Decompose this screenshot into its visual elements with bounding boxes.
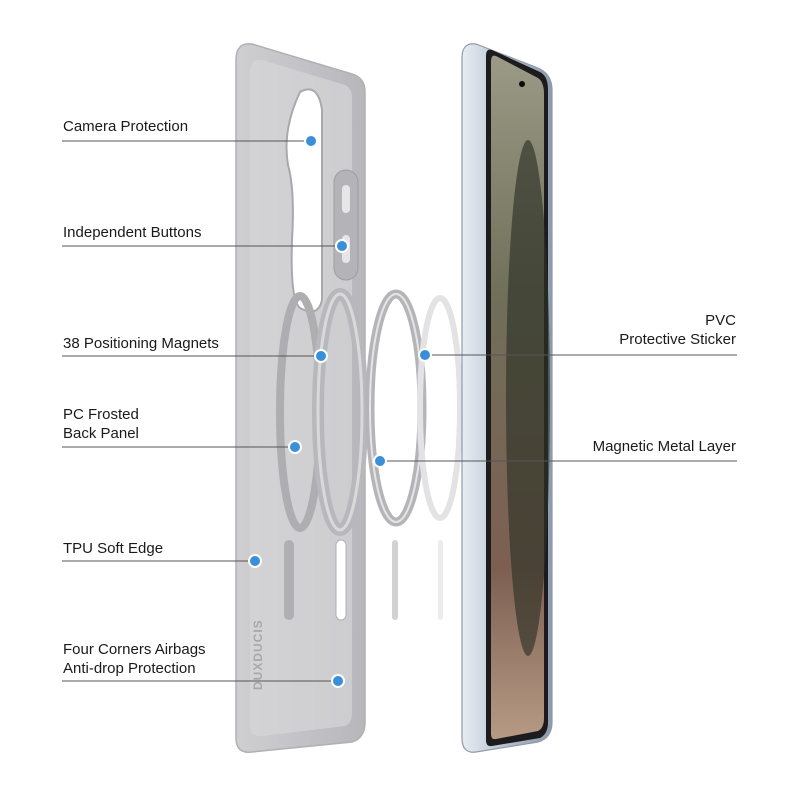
phone-case	[235, 43, 366, 753]
label-pvc-line1: PVC	[705, 312, 736, 329]
label-positioning-magnets-text: 38 Positioning Magnets	[63, 335, 219, 352]
label-magnetic-metal-layer-text: Magnetic Metal Layer	[592, 438, 736, 455]
callout-dot-airbags	[331, 674, 345, 688]
label-pc-back-panel-line1: PC Frosted	[63, 406, 139, 423]
pvc-strip	[438, 540, 443, 620]
case-magnet-ring	[276, 288, 368, 536]
callout-dot-magnets	[314, 349, 328, 363]
magnetic-metal-ring	[365, 289, 427, 527]
case-side-slot	[284, 540, 294, 620]
label-pvc-sticker: PVC Protective Sticker	[619, 311, 736, 349]
camera-cutout	[285, 88, 323, 313]
case-side-slot	[335, 539, 347, 621]
label-independent-buttons: Independent Buttons	[63, 223, 201, 242]
label-airbags: Four Corners Airbags Anti-drop Protectio…	[63, 640, 206, 678]
label-pc-back-panel: PC Frosted Back Panel	[63, 405, 139, 443]
callout-dot-tpu	[248, 554, 262, 568]
callout-dot-camera	[304, 134, 318, 148]
callout-dots	[248, 134, 432, 688]
callout-dot-pc-panel	[288, 440, 302, 454]
callout-dot-metal	[373, 454, 387, 468]
label-airbags-line2: Anti-drop Protection	[63, 660, 196, 677]
label-tpu-soft-edge-text: TPU Soft Edge	[63, 540, 164, 557]
label-airbags-line1: Four Corners Airbags	[63, 641, 206, 658]
leader-lines	[62, 140, 737, 682]
label-independent-buttons-text: Independent Buttons	[63, 224, 202, 241]
metal-strip	[392, 540, 398, 620]
label-camera-protection-text: Camera Protection	[63, 118, 189, 135]
label-pc-back-panel-line2: Back Panel	[63, 425, 139, 442]
case-brand-text: DUXDUCIS	[251, 619, 265, 690]
label-pvc-line2: Protective Sticker	[619, 331, 736, 348]
label-magnetic-metal-layer: Magnetic Metal Layer	[593, 437, 736, 456]
label-tpu-soft-edge: TPU Soft Edge	[63, 539, 163, 558]
smartphone	[461, 43, 553, 753]
callout-dot-buttons	[335, 239, 349, 253]
callout-dot-pvc	[418, 348, 432, 362]
label-positioning-magnets: 38 Positioning Magnets	[63, 334, 219, 353]
button-housing	[333, 169, 359, 281]
pvc-sticker-ring	[417, 295, 463, 521]
label-camera-protection: Camera Protection	[63, 117, 188, 136]
